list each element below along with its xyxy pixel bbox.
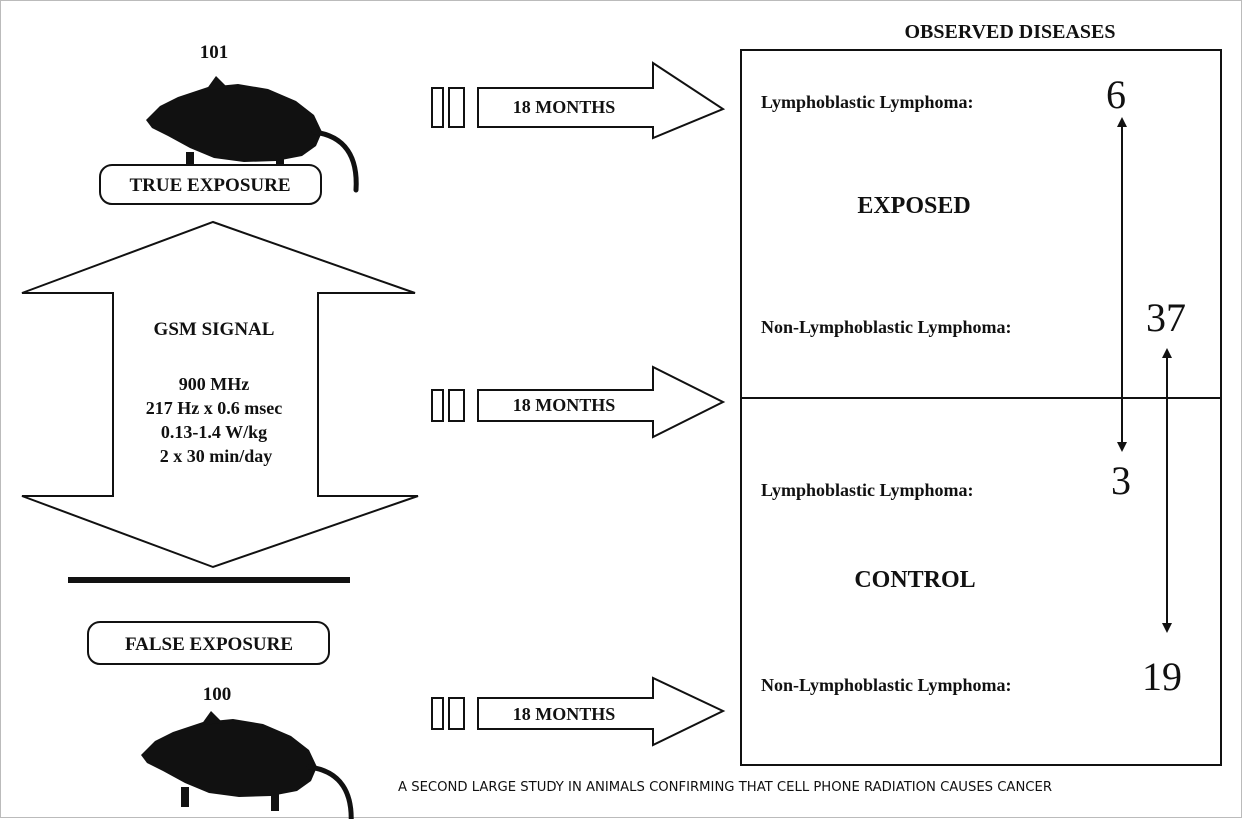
true-exposure-label: TRUE EXPOSURE — [130, 175, 291, 196]
true-exposure-box — [99, 164, 322, 205]
arrow-3-tick-2 — [448, 697, 465, 730]
arrow-1-label: 18 MONTHS — [513, 97, 616, 117]
control-lymphoblastic-value: 3 — [1111, 458, 1131, 503]
control-non-lymphoblastic-value: 19 — [1142, 654, 1182, 699]
arrow-3-tick-1 — [431, 697, 444, 730]
control-rat-icon — [141, 711, 351, 819]
exposed-count: 101 — [200, 42, 229, 63]
exposed-lymphoblastic-label: Lymphoblastic Lymphoma: — [761, 92, 974, 112]
arrow-2-tick-2 — [448, 389, 465, 422]
gsm-double-arrow — [21, 220, 419, 569]
arrow-2-body — [477, 365, 726, 439]
arrow-3-label: 18 MONTHS — [513, 704, 616, 724]
exposed-non-lymphoblastic-value: 37 — [1146, 295, 1186, 340]
signal-sar: 0.13-1.4 W/kg — [161, 422, 267, 442]
caption: A SECOND LARGE STUDY IN ANIMALS CONFIRMI… — [398, 780, 1052, 795]
signal-duration: 2 x 30 min/day — [160, 446, 273, 466]
control-non-lymphoblastic-label: Non-Lymphoblastic Lymphoma: — [761, 675, 1012, 695]
control-count: 100 — [203, 684, 232, 705]
exposed-lymphoblastic-value: 6 — [1106, 72, 1126, 117]
arrow-2-label: 18 MONTHS — [513, 395, 616, 415]
false-exposure-box — [87, 621, 330, 665]
signal-title: GSM SIGNAL — [154, 319, 275, 340]
arrow-1-tick-2 — [448, 87, 465, 128]
arrow-1-tick-1 — [431, 87, 444, 128]
control-label: CONTROL — [854, 567, 975, 593]
false-exposure-label: FALSE EXPOSURE — [125, 634, 293, 655]
observed-diseases-title: OBSERVED DISEASES — [904, 21, 1115, 43]
signal-pulse: 217 Hz x 0.6 msec — [146, 398, 282, 418]
arrow-2-tick-1 — [431, 389, 444, 422]
exposed-non-lymphoblastic-label: Non-Lymphoblastic Lymphoma: — [761, 317, 1012, 337]
signal-frequency: 900 MHz — [179, 374, 249, 394]
separator-bar — [68, 577, 350, 583]
exposed-label: EXPOSED — [857, 193, 970, 219]
results-box — [740, 49, 1222, 766]
arrow-3-body — [477, 676, 726, 747]
control-lymphoblastic-label: Lymphoblastic Lymphoma: — [761, 480, 974, 500]
arrow-1-body — [477, 61, 726, 140]
